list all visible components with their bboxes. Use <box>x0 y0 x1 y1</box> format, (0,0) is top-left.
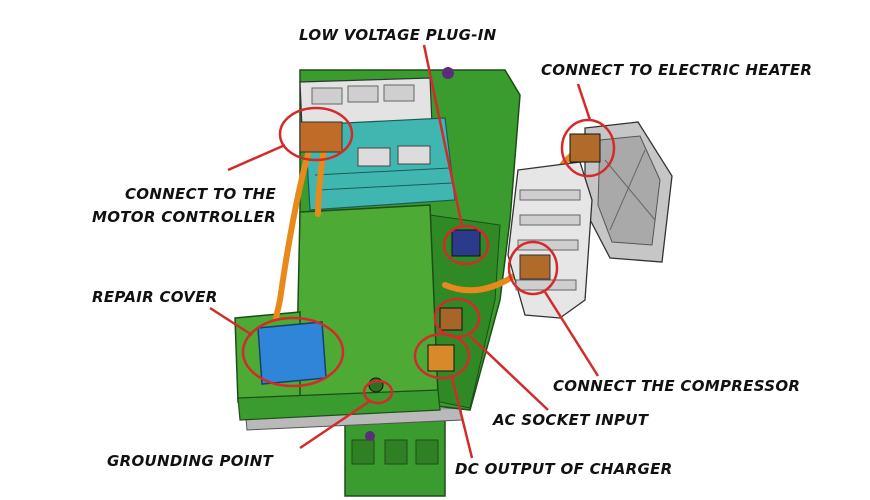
leader-ac-socket <box>469 335 549 411</box>
repair-cover-panel <box>257 321 327 385</box>
label-dc-output-of-charger: DC OUTPUT OF CHARGER <box>455 460 673 478</box>
leader-compressor <box>543 291 600 377</box>
leader-grounding <box>299 399 371 450</box>
callouts <box>209 44 616 459</box>
label-low-voltage-plug-in: LOW VOLTAGE PLUG-IN <box>299 26 497 44</box>
leader-low-voltage <box>422 44 464 227</box>
electric-heater-unit <box>584 121 673 263</box>
leader-motor-controller <box>227 143 286 172</box>
compressor-unit <box>507 161 593 319</box>
callout-ring-compressor <box>507 240 559 296</box>
callout-ring-dc-output <box>413 332 471 380</box>
label-connect-electric-heater: CONNECT TO ELECTRIC HEATER <box>541 61 813 79</box>
label-connect-compressor: CONNECT THE COMPRESSOR <box>553 377 801 395</box>
label-repair-cover: REPAIR COVER <box>92 288 218 306</box>
label-connect-motor-controller-1: CONNECT TO THE <box>124 185 276 203</box>
controller-module-top <box>299 77 433 129</box>
connector-details <box>299 67 601 393</box>
label-grounding-point: GROUNDING POINT <box>107 452 274 470</box>
callout-ring-repair-cover <box>241 316 345 388</box>
label-connect-motor-controller-2: MOTOR CONTROLLER <box>92 208 276 226</box>
callout-ring-heater <box>560 118 616 178</box>
leader-dc-output <box>450 376 474 459</box>
leader-repair-cover <box>209 306 253 337</box>
leader-heater <box>576 83 592 121</box>
callout-ring-motor-controller <box>278 106 354 162</box>
front-cover <box>234 204 441 421</box>
callout-ring-low-voltage <box>442 224 490 266</box>
bottom-connector-block <box>344 417 446 497</box>
callout-ring-grounding <box>362 379 394 405</box>
label-ac-socket-input: AC SOCKET INPUT <box>493 411 649 429</box>
